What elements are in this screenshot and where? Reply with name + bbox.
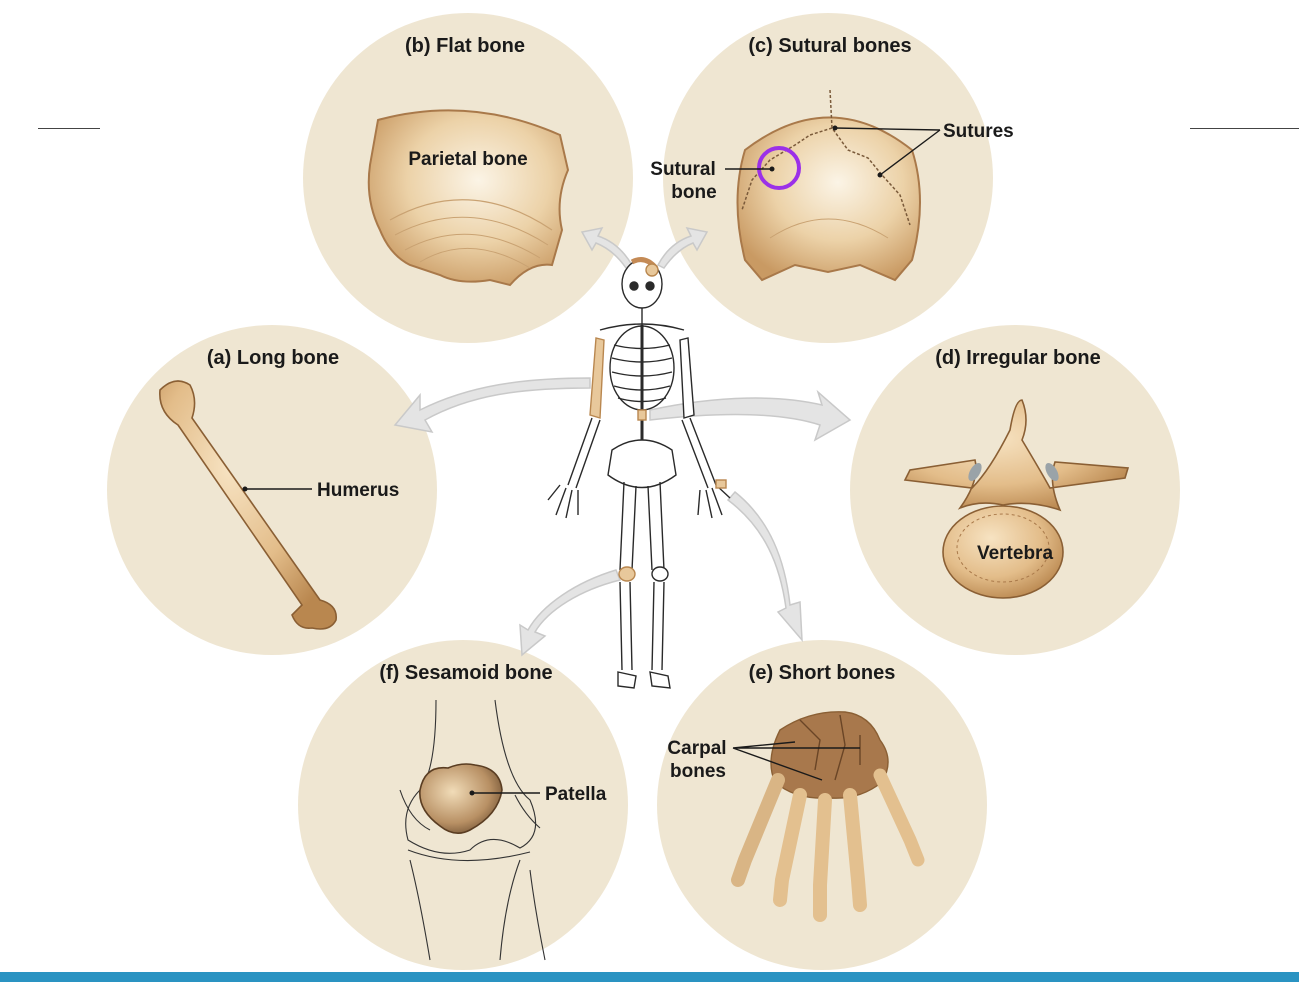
arrow-to-sesamoid-bone [519,569,622,657]
arrow-to-flat-bone [580,226,634,269]
patella-label: Patella [545,784,607,805]
irregular-bone-title: (d) Irregular bone [935,347,1101,369]
leader-lines [245,127,941,794]
arrow-to-irregular-bone [649,389,852,442]
left-patella-highlight [618,566,636,582]
arrow-to-long-bone [393,377,591,434]
sutural-bone-highlight-ring [757,146,801,190]
humerus-illustration [159,380,337,630]
sutural-bone-label-line2: bone [671,182,716,203]
vertebra-label: Vertebra [977,543,1053,564]
sutural-bones-title: (c) Sutural bones [748,35,911,57]
leader-dots [242,125,883,796]
patella-illustration [419,763,503,834]
carpal-bones-label-line1: Carpal [667,738,726,759]
arrow-to-sutural-bones [656,226,709,269]
left-humerus-highlight [589,337,605,419]
flat-bone-title: (b) Flat bone [405,35,525,57]
parietal-bone-illustration [367,109,570,287]
sutural-bone-label-line1: Sutural [650,159,715,180]
left-divider-line [38,128,100,129]
humerus-label: Humerus [317,480,399,501]
parietal-bone-label: Parietal bone [408,149,527,170]
arrow-to-short-bones [726,490,803,643]
sesamoid-bone-title: (f) Sesamoid bone [379,662,552,684]
pointer-arrows [393,226,852,657]
vertebra-illustration [903,399,1130,599]
pelvis [607,439,677,489]
bottom-accent-bar [0,972,1299,982]
right-divider-line [1190,128,1299,129]
short-bones-title: (e) Short bones [749,662,896,684]
sutures-label: Sutures [943,121,1014,142]
skull-posterior-illustration [736,89,921,282]
long-bone-title: (a) Long bone [207,347,339,369]
hand-illustration [731,711,925,922]
carpal-bones-label-line2: bones [670,761,726,782]
skeleton-figure [547,257,731,689]
